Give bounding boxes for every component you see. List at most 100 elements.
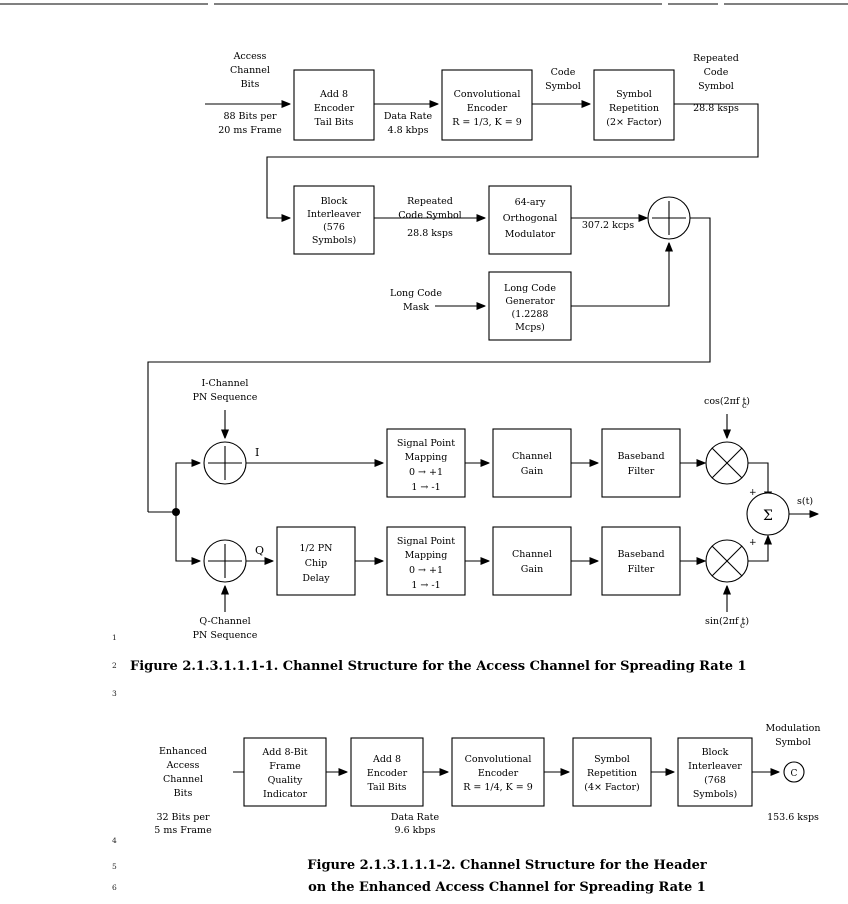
block-label: Frame bbox=[269, 761, 301, 772]
line-number: 1 bbox=[112, 633, 117, 642]
line-number: 6 bbox=[112, 883, 117, 892]
block-channel-gain-i[interactable] bbox=[492, 428, 572, 498]
block-symbol-repetition[interactable] bbox=[593, 69, 675, 141]
block-label: Filter bbox=[628, 564, 655, 575]
block-half-pn-chip-delay[interactable] bbox=[276, 526, 356, 596]
block-orthogonal-modulator[interactable] bbox=[488, 185, 572, 255]
input-q-pn-sequence: Q-Channel bbox=[199, 616, 250, 627]
block-convolutional-encoder-2[interactable] bbox=[451, 737, 545, 807]
figure1-row2: Block Interleaver (576 Symbols) 64-ary O… bbox=[147, 185, 711, 512]
block-channel-gain-q[interactable] bbox=[492, 526, 572, 596]
block-label: Encoder bbox=[314, 103, 355, 114]
block-label: Long Code bbox=[504, 283, 556, 294]
line-number: 2 bbox=[112, 661, 117, 670]
block-symbol-repetition-2[interactable] bbox=[572, 737, 652, 807]
block-label: Repetition bbox=[587, 768, 637, 779]
input-label: Access bbox=[233, 51, 267, 62]
block-label: Channel bbox=[512, 451, 552, 462]
block-label: (768 bbox=[704, 775, 726, 786]
block-label: (4× Factor) bbox=[584, 782, 639, 793]
block-block-interleaver[interactable] bbox=[293, 185, 375, 255]
block-label: Delay bbox=[302, 573, 330, 584]
block-signal-point-mapping-q[interactable] bbox=[386, 526, 466, 596]
adder-sign-bottom: + bbox=[749, 538, 757, 548]
block-label: (576 bbox=[323, 222, 345, 233]
block-label: Add 8-Bit bbox=[261, 747, 307, 758]
edge-label-q: Q bbox=[255, 544, 264, 557]
block-label: Gain bbox=[521, 466, 543, 477]
block-label: (1.2288 bbox=[512, 309, 549, 320]
edge-label-i: I bbox=[255, 446, 259, 459]
output-label-st: s(t) bbox=[797, 496, 813, 507]
block-label: Signal Point bbox=[397, 438, 455, 449]
block-label: Encoder bbox=[478, 768, 519, 779]
block-label: Interleaver bbox=[307, 209, 361, 220]
block-label: Orthogonal bbox=[503, 213, 558, 224]
input-i-pn-sequence: I-Channel bbox=[202, 378, 249, 389]
block-signal-point-mapping-i[interactable] bbox=[386, 428, 466, 498]
edge-label-repeated-code-symbol: Code Symbol bbox=[398, 210, 461, 221]
block-label: Repetition bbox=[609, 103, 659, 114]
carrier-sin-subscript: c bbox=[740, 621, 745, 631]
block-label: Baseband bbox=[617, 451, 664, 462]
input-i-pn-sequence: PN Sequence bbox=[193, 392, 258, 403]
input-enhanced-bits: Enhanced bbox=[159, 746, 207, 757]
block-label: Chip bbox=[305, 558, 328, 569]
block-label: Mapping bbox=[405, 452, 448, 463]
block-add-8-encoder-tail-bits[interactable] bbox=[293, 69, 375, 141]
edge-label-rate: 28.8 ksps bbox=[407, 228, 453, 239]
edge-label-repeated-code-symbol: Repeated bbox=[693, 53, 739, 64]
figure2-caption-line2: on the Enhanced Access Channel for Sprea… bbox=[308, 880, 706, 895]
block-label: Indicator bbox=[263, 789, 308, 800]
input-enhanced-rate: 32 Bits per bbox=[156, 812, 210, 823]
block-long-code-generator[interactable] bbox=[488, 271, 572, 341]
figure2-caption-line1: Figure 2.1.3.1.1.1-2. Channel Structure … bbox=[307, 858, 707, 873]
edge-label-modulation-symbol: Symbol bbox=[775, 737, 811, 748]
block-label: R = 1/3, K = 9 bbox=[452, 117, 522, 128]
block-block-interleaver-2[interactable] bbox=[677, 737, 753, 807]
block-label: 1 → -1 bbox=[411, 580, 440, 591]
edge-label-data-rate-2: Data Rate bbox=[391, 812, 440, 823]
block-label: Symbols) bbox=[693, 789, 737, 800]
block-label: 0 → +1 bbox=[409, 467, 443, 478]
input-rate-label: 20 ms Frame bbox=[218, 125, 282, 136]
edge-label-repeated-code-symbol: Code bbox=[704, 67, 729, 78]
output-node-c[interactable] bbox=[783, 761, 805, 783]
carrier-sin-label: sin(2πf t) bbox=[705, 616, 749, 627]
figure2-row: Add 8-Bit Frame Quality Indicator Add 8 … bbox=[233, 737, 805, 807]
input-rate-label: 88 Bits per bbox=[223, 111, 277, 122]
block-convolutional-encoder[interactable] bbox=[441, 69, 533, 141]
figure1-caption: Figure 2.1.3.1.1.1-1. Channel Structure … bbox=[130, 659, 747, 674]
block-label: Add 8 bbox=[372, 754, 401, 765]
block-label: Signal Point bbox=[397, 536, 455, 547]
block-baseband-filter-q[interactable] bbox=[601, 526, 681, 596]
block-label: Gain bbox=[521, 564, 543, 575]
block-label: Channel bbox=[512, 549, 552, 560]
long-code-to-adder bbox=[571, 243, 669, 307]
edge-label-data-rate: 4.8 kbps bbox=[388, 125, 429, 136]
block-label: Mcps) bbox=[515, 322, 545, 333]
line-number-gutter: 1 2 3 4 5 6 bbox=[112, 633, 117, 892]
edge-label-output-rate: 153.6 ksps bbox=[767, 812, 819, 823]
edge-label-modulation-symbol: Modulation bbox=[765, 723, 820, 734]
block-label: Symbol bbox=[594, 754, 630, 765]
line-number: 5 bbox=[112, 862, 117, 871]
input-enhanced-bits: Bits bbox=[174, 788, 193, 799]
block-label: Symbol bbox=[616, 89, 652, 100]
block-add-8-encoder-tail-bits-2[interactable] bbox=[350, 737, 424, 807]
block-label: Tail Bits bbox=[367, 782, 406, 793]
block-label: Block bbox=[702, 747, 729, 758]
edge-label-repeated-code-symbol: Repeated bbox=[407, 196, 453, 207]
block-baseband-filter-i[interactable] bbox=[601, 428, 681, 498]
edge-label-code-symbol: Code bbox=[551, 67, 576, 78]
figure1-row3-iq: Signal Point Mapping 0 → +1 1 → -1 Chann… bbox=[148, 410, 818, 612]
block-label: 1/2 PN bbox=[299, 543, 332, 554]
adder-sign-top: + bbox=[749, 488, 757, 498]
block-label: R = 1/4, K = 9 bbox=[463, 782, 533, 793]
wrap-connector-row1-to-row2 bbox=[266, 103, 759, 218]
input-long-code-mask: Mask bbox=[403, 302, 429, 313]
carrier-cos-subscript: c bbox=[742, 401, 747, 411]
edge-label-repeated-code-symbol: Symbol bbox=[698, 81, 734, 92]
block-label: Encoder bbox=[367, 768, 408, 779]
